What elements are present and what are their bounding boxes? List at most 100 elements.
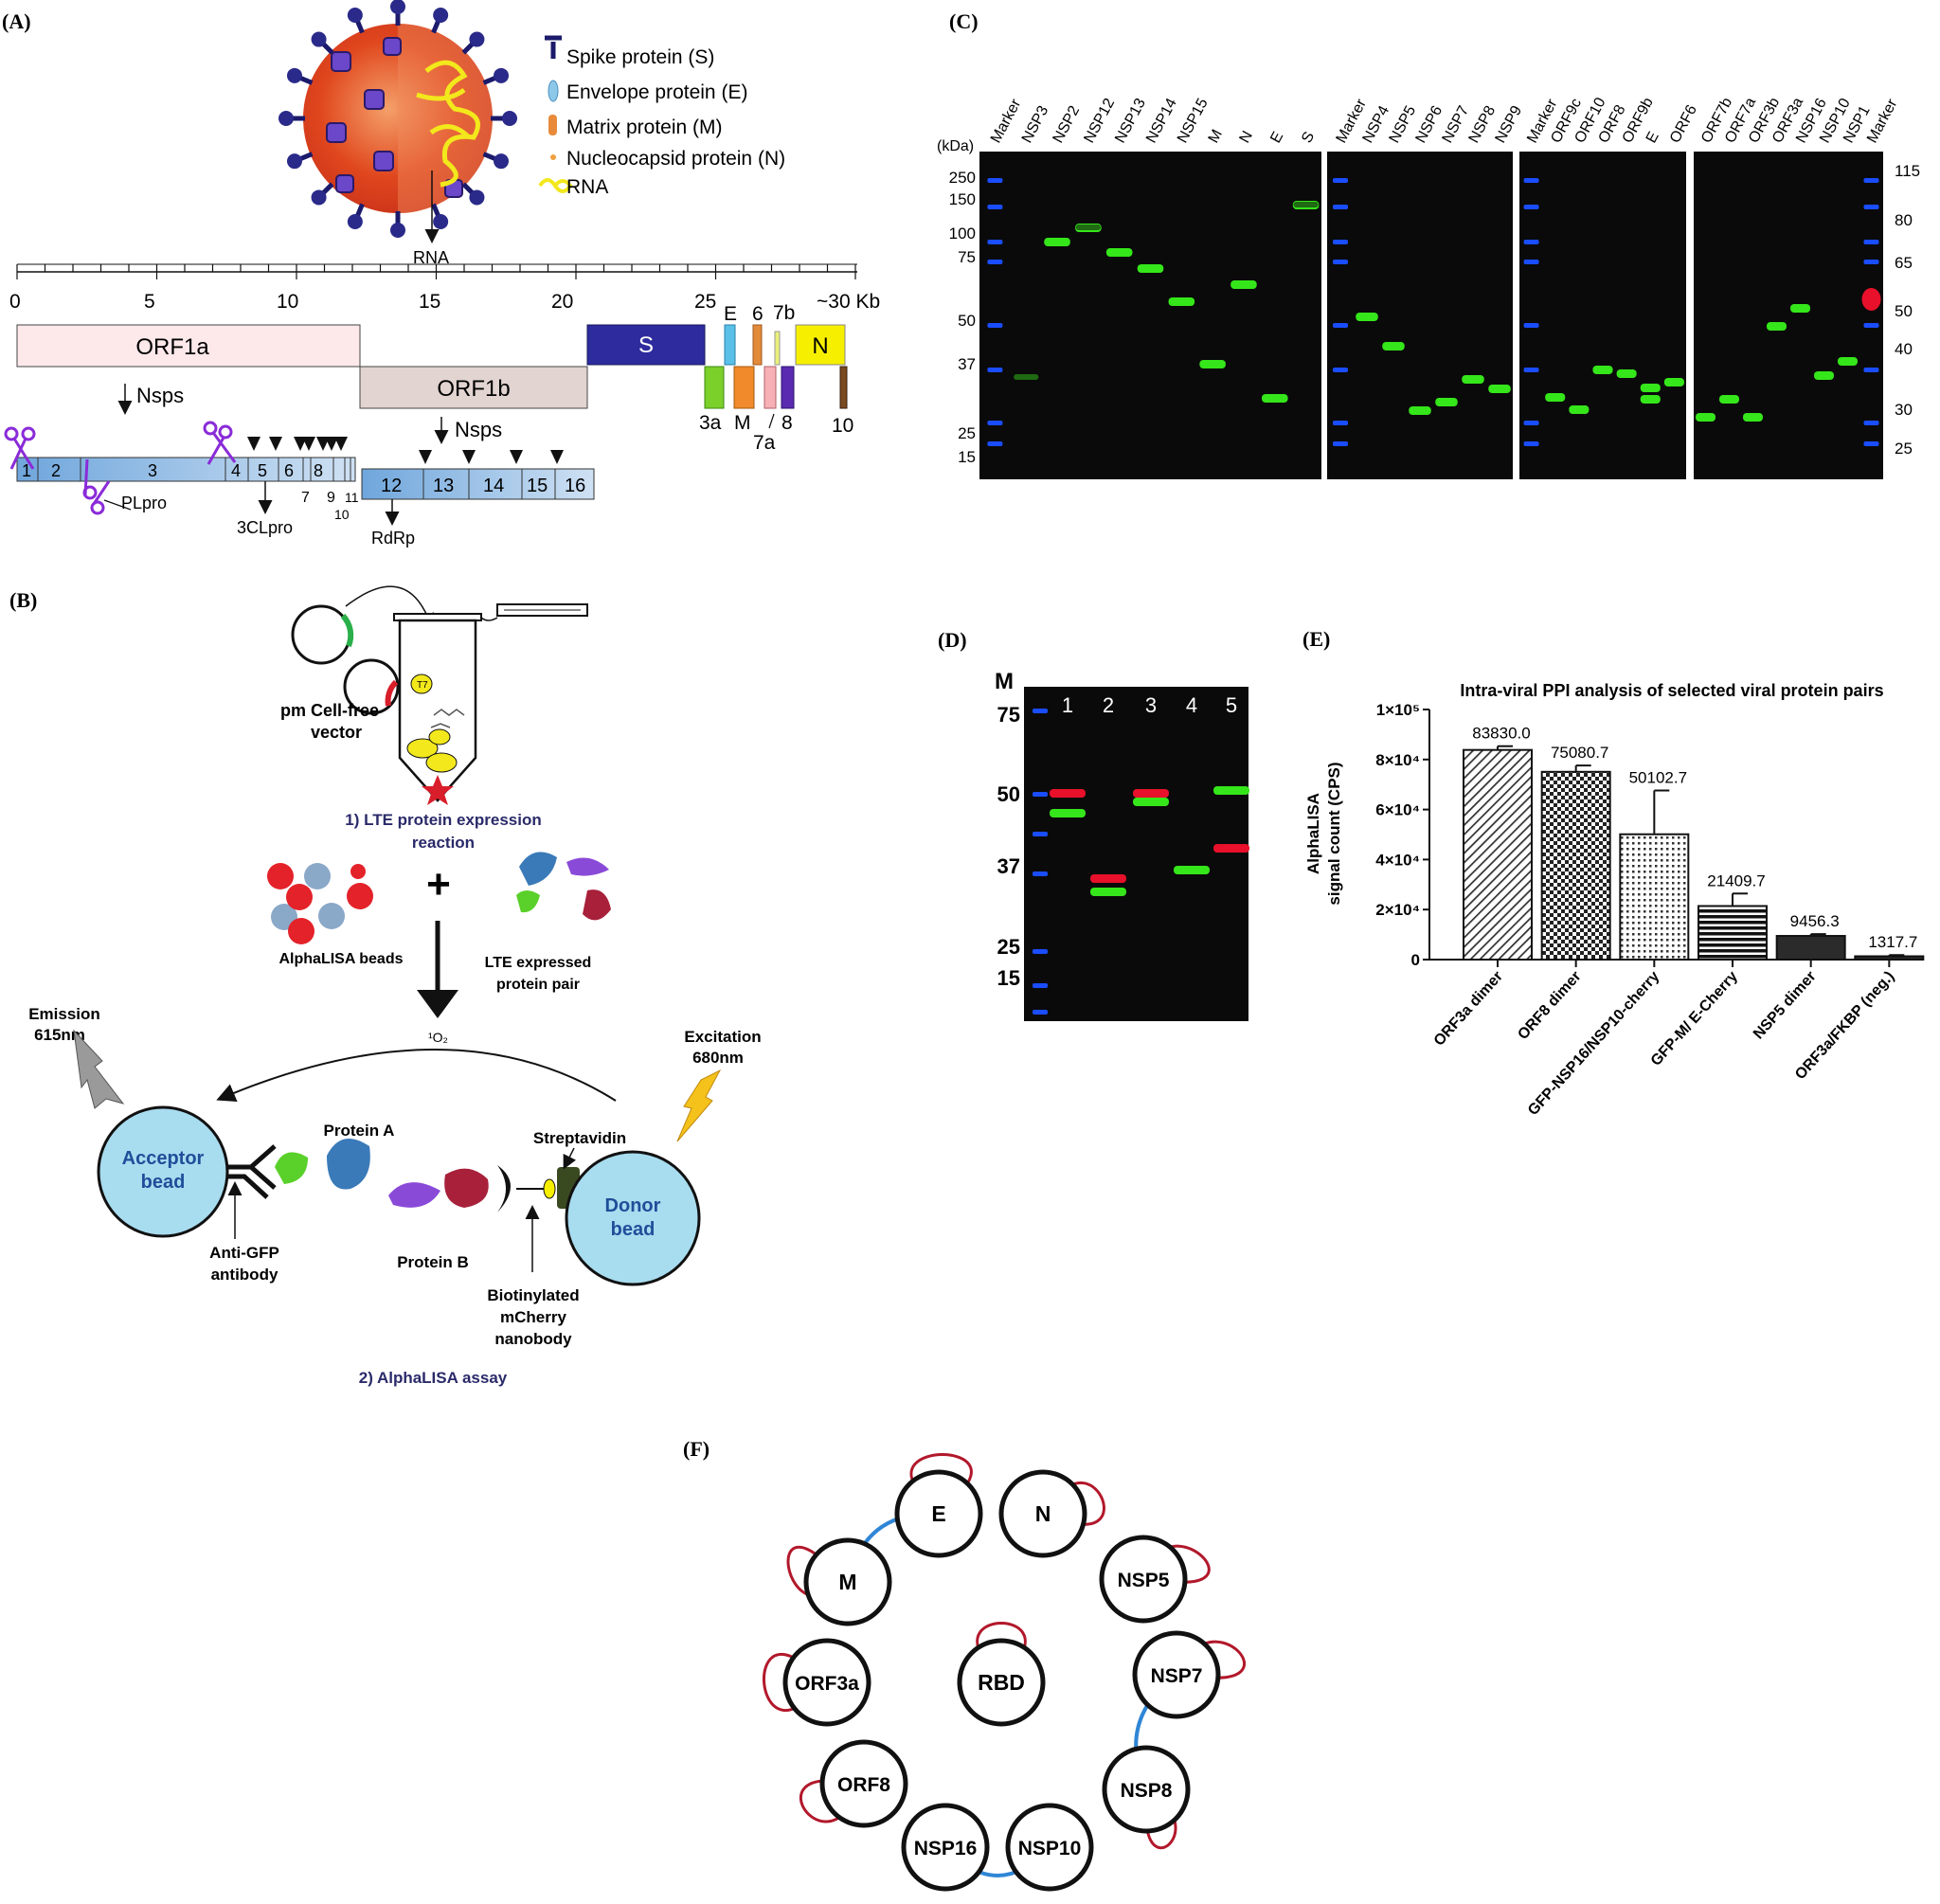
- gel-image: [1024, 687, 1248, 1021]
- nsp-7: 7: [301, 490, 310, 506]
- panel-b-label: (B): [9, 588, 37, 612]
- protein-node-label: M: [838, 1570, 856, 1594]
- mw-marker: 15: [997, 966, 1020, 990]
- marker-band: [987, 240, 1003, 244]
- gene-8: [781, 366, 795, 409]
- marker-band: [1033, 949, 1048, 954]
- protein-band: [1090, 874, 1126, 883]
- x-tick-label: ORF8 dimer: [1515, 968, 1584, 1043]
- protein-band: [1261, 394, 1288, 403]
- marker-band: [1523, 260, 1539, 264]
- streptavidin-label: Streptavidin: [533, 1129, 626, 1147]
- protein-node-label: NSP7: [1151, 1665, 1203, 1687]
- bar-chart: Intra-viral PPI analysis of selected vir…: [1304, 681, 1925, 1119]
- mw-marker-right: 40: [1895, 340, 1913, 358]
- protein-band: [1545, 393, 1566, 402]
- mw-marker-left: 75: [958, 248, 976, 266]
- mw-marker-left: 25: [958, 424, 976, 442]
- nanobody-icon: [497, 1165, 511, 1212]
- marker-band: [1863, 240, 1879, 244]
- marker-band: [987, 260, 1003, 264]
- lane-label: E: [1267, 129, 1286, 145]
- protein-node: [819, 1739, 908, 1828]
- nsp-9: 9: [327, 490, 335, 506]
- protein-band: [1488, 385, 1511, 393]
- protein-band: [1137, 264, 1164, 273]
- gene-7b-label: 7b: [773, 302, 795, 324]
- lane-number: 5: [1226, 693, 1237, 717]
- excitation-bolt-icon: [676, 1069, 722, 1142]
- protein-node: [782, 1638, 871, 1727]
- protein-band: [1044, 238, 1070, 246]
- protein-band: [1050, 809, 1086, 817]
- x-tick-label: GFP-M/ E-Cherry: [1648, 968, 1741, 1069]
- nsp-14: 14: [483, 476, 504, 496]
- gene-e: [724, 324, 736, 366]
- rna-arrow-label: RNA: [413, 248, 449, 267]
- gene-8-label: 8: [781, 412, 793, 434]
- marker-band: [1033, 1010, 1048, 1015]
- gel-image: [1327, 152, 1513, 479]
- donor-label-1: Donor: [605, 1195, 661, 1216]
- excitation-label-1: Excitation: [684, 1028, 761, 1046]
- protein-node-label: NSP16: [914, 1838, 978, 1859]
- alphalisa-beads-icon: [267, 863, 373, 944]
- protein-band: [1382, 342, 1405, 350]
- emission-label-2: 615nm: [34, 1026, 85, 1044]
- x-tick-label: GFP-NSP16/NSP10-cherry: [1525, 968, 1662, 1119]
- lane-label: ORF6: [1667, 102, 1700, 146]
- nsp-3: 3: [148, 461, 157, 480]
- marker-band: [1863, 178, 1879, 183]
- mw-marker: 25: [997, 935, 1020, 959]
- lane-number: 2: [1103, 693, 1114, 717]
- scissors-icon: [203, 421, 237, 465]
- nanobody-label-2: mCherry: [500, 1308, 566, 1326]
- protein-node-label: RBD: [978, 1670, 1025, 1695]
- x-tick-label: NSP5 dimer: [1751, 968, 1820, 1042]
- spike-head: [433, 214, 449, 230]
- self-interaction-edge: [909, 1453, 973, 1495]
- protein-band: [1838, 357, 1858, 366]
- protein-node-label: NSP8: [1121, 1780, 1173, 1802]
- anti-gfp-antibody-icon: [227, 1144, 277, 1199]
- nsp-6: 6: [284, 461, 294, 480]
- protein-band: [1409, 406, 1431, 415]
- marker-band: [1033, 709, 1048, 713]
- spike-head: [286, 67, 302, 83]
- mw-marker-left: 250: [949, 169, 976, 187]
- gene-7a: [763, 366, 777, 409]
- protein-band: [1213, 844, 1249, 853]
- self-interaction-edge: [976, 1622, 1027, 1662]
- scale-tick-5: 5: [144, 291, 155, 313]
- mw-marker-left: 15: [958, 448, 976, 466]
- spike-head: [502, 111, 517, 126]
- nsp-4: 4: [231, 461, 241, 480]
- nanobody-label-3: nanobody: [494, 1330, 572, 1348]
- scale-tick-25: 25: [694, 291, 716, 313]
- protein-band: [1174, 866, 1210, 874]
- lane-label: M: [1206, 127, 1226, 146]
- spike-head: [278, 111, 294, 126]
- marker-band: [1333, 260, 1348, 264]
- faint-band: [1293, 202, 1319, 207]
- nsp-8: 8: [314, 461, 323, 480]
- mw-marker-right: 80: [1895, 211, 1913, 229]
- nsp-12: 12: [381, 476, 402, 496]
- protein-node: [894, 1469, 983, 1558]
- y-tick-label: 2×10⁴: [1375, 901, 1420, 919]
- protein-band: [1767, 322, 1787, 331]
- panel-a-label: (A): [2, 9, 31, 33]
- marker-band: [1861, 288, 1881, 311]
- protein-b-label: Protein B: [397, 1253, 469, 1271]
- value-label: 50102.7: [1629, 769, 1687, 787]
- kda-label: (kDa): [937, 138, 974, 154]
- envelope-protein-icon: [548, 80, 559, 102]
- y-tick-label: 6×10⁴: [1375, 801, 1420, 819]
- protein-node: [1099, 1535, 1188, 1624]
- protein-band: [1133, 798, 1169, 806]
- protein-band: [1050, 789, 1086, 798]
- mw-marker-left: 150: [949, 190, 976, 208]
